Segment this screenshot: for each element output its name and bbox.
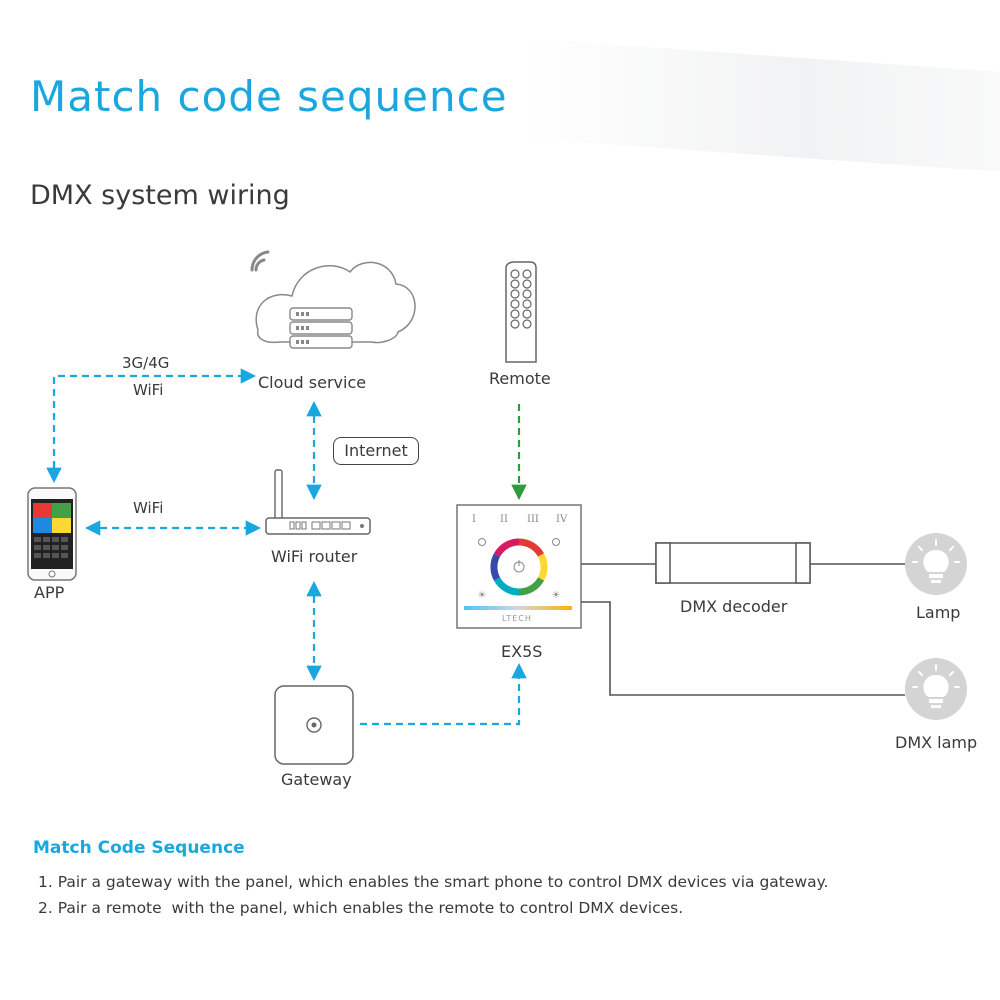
match-code-heading: Match Code Sequence — [33, 838, 245, 858]
diagram-subtitle: DMX system wiring — [30, 180, 290, 211]
panel-zone-4-label: IV — [556, 514, 568, 525]
app-cloud-link-label-1: 3G/4G — [122, 354, 170, 372]
panel-zone-2-label: II — [500, 514, 508, 525]
wireless-signal-icon — [250, 250, 270, 272]
app-label: APP — [34, 583, 65, 602]
cloud-service-label: Cloud service — [258, 373, 367, 392]
gateway-icon — [274, 685, 354, 765]
ex5s-label: EX5S — [501, 642, 543, 661]
wifi-router-icon — [265, 469, 371, 535]
panel-zone-3-label: III — [527, 514, 539, 525]
smartphone-app-icon — [27, 487, 77, 581]
wifi-router-label: WiFi router — [271, 547, 358, 566]
dmx-lamp-icon — [905, 658, 967, 720]
match-code-step-1: 1. Pair a gateway with the panel, which … — [38, 873, 829, 891]
app-cloud-link-label-2: WiFi — [133, 381, 164, 399]
dmx-decoder-icon — [655, 542, 811, 584]
svg-text:☀: ☀ — [552, 590, 561, 601]
panel-brand-label: LTECH — [502, 614, 532, 623]
dmx-lamp-label: DMX lamp — [895, 733, 978, 752]
dashed-connections — [46, 368, 527, 726]
app-router-link-label: WiFi — [133, 499, 164, 517]
dmx-decoder-label: DMX decoder — [680, 597, 788, 616]
dmx-wiring — [581, 563, 905, 696]
ex5s-panel-icon: ☀ ☀ — [456, 504, 582, 629]
cloud-service-icon — [255, 261, 416, 349]
match-code-step-2: 2. Pair a remote with the panel, which e… — [38, 899, 684, 917]
gateway-label: Gateway — [281, 770, 352, 789]
internet-badge: Internet — [333, 437, 419, 465]
remote-icon — [505, 261, 537, 363]
lamp-label: Lamp — [916, 603, 961, 622]
svg-text:☀: ☀ — [478, 590, 487, 601]
lamp-icon — [905, 533, 967, 595]
panel-zone-1-label: I — [472, 514, 476, 525]
page-title: Match code sequence — [30, 72, 508, 121]
remote-label: Remote — [489, 369, 551, 388]
